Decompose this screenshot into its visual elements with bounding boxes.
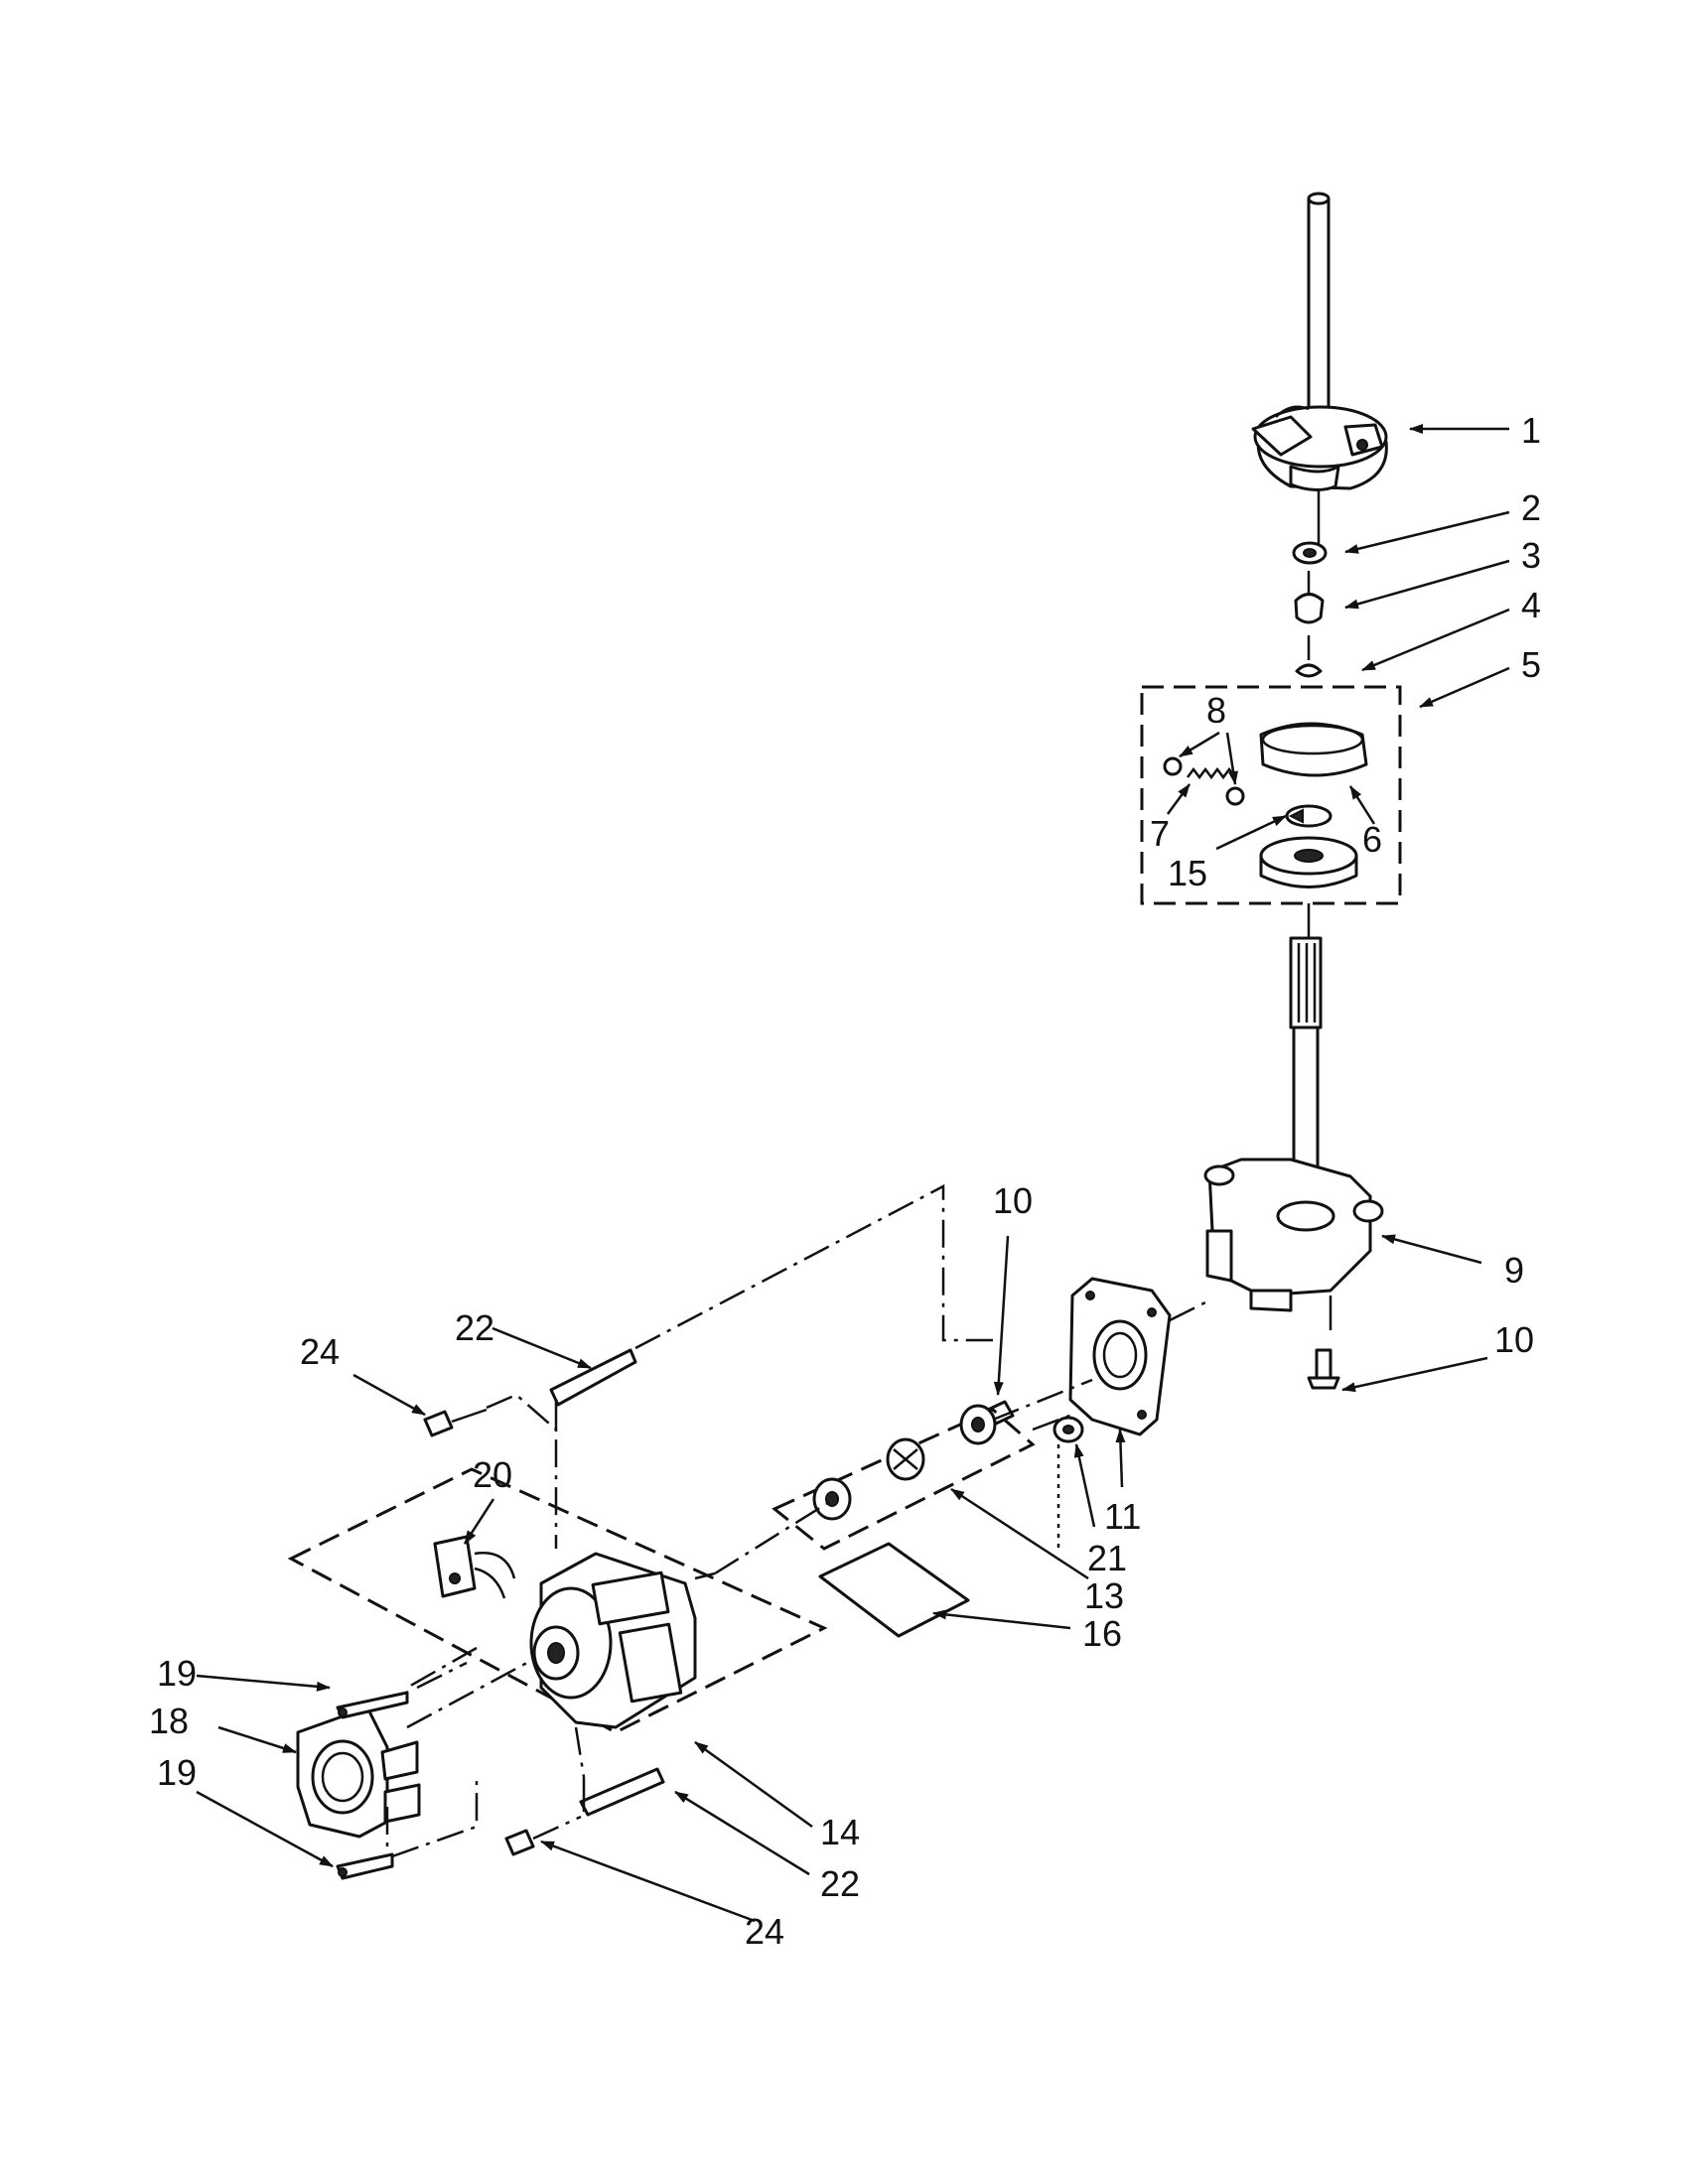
part-24-screw-upper <box>423 1408 488 1437</box>
part-22-bracket-lower <box>579 1767 665 1817</box>
part-6-brake-band <box>1259 722 1368 777</box>
callout-10-right: 10 <box>1494 1319 1534 1360</box>
part-18-pump <box>296 1706 421 1839</box>
part-24-screw-lower <box>504 1829 535 1856</box>
callout-19-lower: 19 <box>157 1752 197 1793</box>
callout-9: 9 <box>1504 1250 1524 1291</box>
part-2-washer <box>1292 541 1328 565</box>
callout-24-lower: 24 <box>745 1911 784 1952</box>
callout-2: 2 <box>1521 487 1541 528</box>
callout-19-upper: 19 <box>157 1653 197 1694</box>
callout-1: 1 <box>1521 410 1541 451</box>
callout-10-top: 10 <box>993 1180 1033 1221</box>
part-9-gearcase <box>1203 1158 1384 1330</box>
callout-22-lower: 22 <box>820 1863 860 1904</box>
part-10-screw-lower <box>1307 1348 1340 1390</box>
callout-5: 5 <box>1521 644 1541 685</box>
coupling-disc <box>886 1437 925 1481</box>
part-22-bracket-upper <box>549 1348 637 1430</box>
part-19-clip-lower <box>336 1852 394 1880</box>
callout-16: 16 <box>1082 1613 1122 1654</box>
callout-8: 8 <box>1206 690 1226 731</box>
coupling-hub-front <box>812 1477 852 1521</box>
part-4-retaining-ring <box>1295 635 1323 678</box>
part-3-nut <box>1294 571 1325 624</box>
part-14-motor-group <box>287 1467 828 1734</box>
callout-18: 18 <box>149 1701 189 1741</box>
part-15-hub <box>1285 804 1333 828</box>
callout-15: 15 <box>1168 853 1207 893</box>
callout-4: 4 <box>1521 585 1541 625</box>
callout-21: 21 <box>1087 1538 1127 1578</box>
callout-22-upper: 22 <box>455 1307 494 1348</box>
callout-11: 11 <box>1104 1496 1141 1537</box>
callout-20: 20 <box>473 1454 512 1495</box>
clutch-drum <box>1259 836 1358 888</box>
callout-3: 3 <box>1521 535 1541 576</box>
callout-7: 7 <box>1150 813 1170 854</box>
callout-13: 13 <box>1084 1575 1124 1616</box>
part-7-spring <box>1187 766 1236 780</box>
leader-arrows <box>196 424 1510 1923</box>
part-1-shaft-cam <box>1251 192 1388 546</box>
callout-14: 14 <box>820 1812 860 1852</box>
part-11-mounting-plate <box>1068 1277 1172 1436</box>
assembly-lines <box>385 1183 1210 1858</box>
part-8-balls <box>1163 756 1245 806</box>
part-5-clutch-assembly <box>1140 685 1402 905</box>
callout-labels: 1 2 3 4 5 8 7 15 6 9 10 10 22 24 20 11 2… <box>149 410 1541 1952</box>
part-13-coupling <box>772 1404 1036 1551</box>
part-16-pad <box>818 1542 970 1638</box>
coupling-hub-rear <box>959 1404 997 1445</box>
part-21-nut <box>1052 1416 1084 1549</box>
part-20-switch <box>433 1535 516 1599</box>
callout-24-upper: 24 <box>300 1331 340 1372</box>
part-19-clip-upper <box>336 1691 409 1719</box>
callout-6: 6 <box>1362 819 1382 860</box>
part-14-motor <box>529 1552 716 1729</box>
